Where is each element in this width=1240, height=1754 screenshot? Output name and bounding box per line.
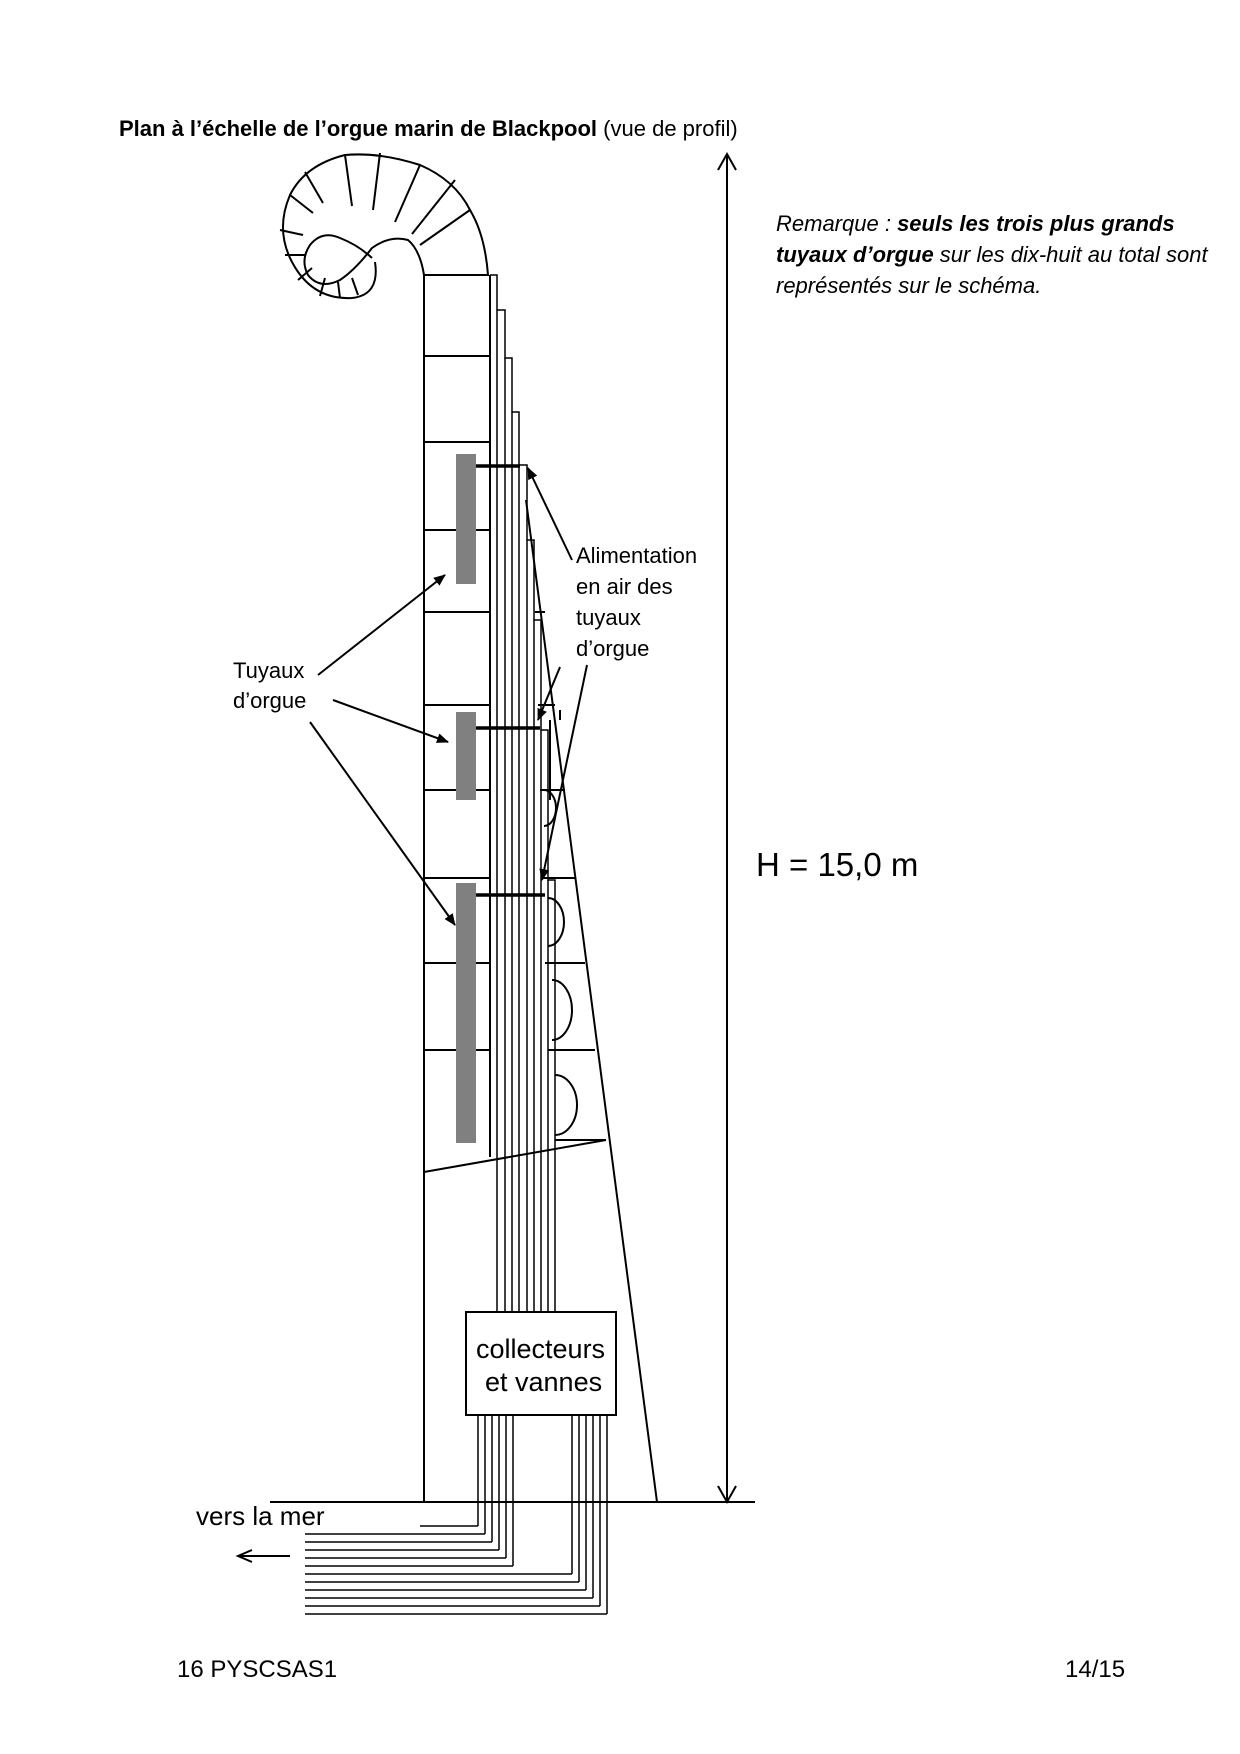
title-normal: (vue de profil) [603,116,738,141]
pointer-arrows [309,467,588,926]
title-bold: Plan à l’échelle de l’orgue marin de Bla… [119,116,598,141]
footer-page: 14/15 [1065,1656,1126,1683]
remark-prefix: Remarque : [776,211,898,236]
sea-arrow [235,1549,290,1563]
outlet-tubes [305,1415,608,1615]
label-alimentation-1: Alimentation [576,543,697,568]
pipe-connectors [476,464,545,897]
label-tuyaux-2: d’orgue [233,688,306,713]
remark-bold: seuls les trois plus grands tuyaux d’org… [776,211,1175,267]
label-alimentation-4: d’orgue [576,636,649,661]
label-alimentation-2: en air des [576,574,673,599]
label-mer: vers la mer [196,1501,325,1531]
label-height: H = 15,0 m [756,846,918,883]
label-alimentation-3: tuyaux [576,605,641,630]
collecteurs-box [465,1311,617,1416]
remark-note: Remarque : seuls les trois plus grands t… [776,208,1216,301]
organ-pipe-3 [456,883,476,1143]
label-collecteurs-2: et vannes [485,1367,602,1397]
label-collecteurs-1: collecteurs [476,1334,605,1364]
organ-column [423,275,607,1173]
height-dimension [717,151,737,1505]
organ-pipe-1 [456,454,476,584]
slanted-support [525,499,658,1503]
page-title: Plan à l’échelle de l’orgue marin de Bla… [119,116,738,142]
footer-code: 16 PYSCSAS1 [177,1656,338,1683]
spiral-head [279,152,490,1502]
organ-pipe-2 [456,712,476,800]
label-tuyaux-1: Tuyaux [233,658,304,683]
remark-suffix: sur les dix-huit au total sont représent… [776,242,1208,298]
organ-pipes [456,454,476,1143]
air-supply-tubes [490,274,556,1312]
